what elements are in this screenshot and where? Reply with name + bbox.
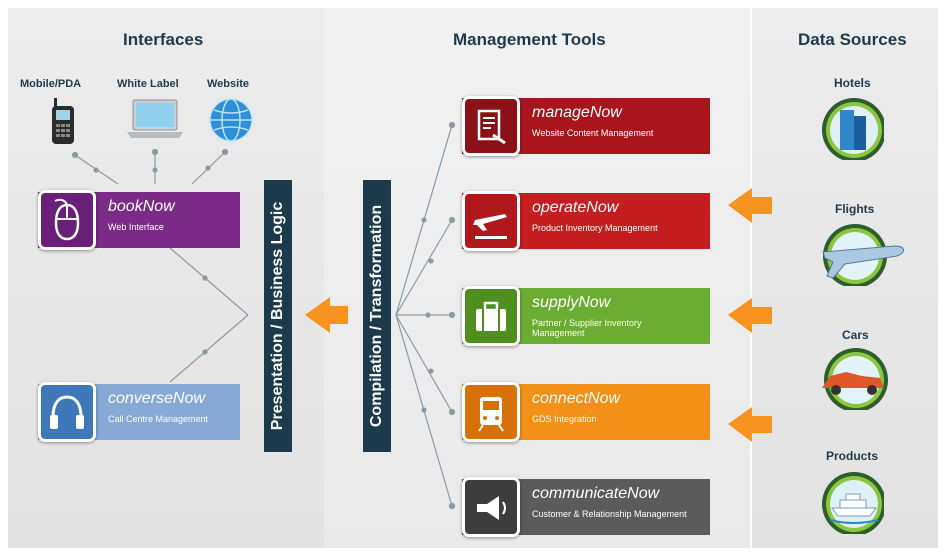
management-tools-heading: Management Tools: [453, 30, 606, 49]
connectnow-desc: GDS Integration: [532, 414, 597, 424]
car-icon: [822, 348, 888, 410]
suitcase-icon: [462, 286, 520, 346]
connector-booknow-logic: [169, 247, 249, 316]
conversenow-desc: Call Centre Management: [108, 414, 209, 424]
supplynow-card[interactable]: supplyNow Partner / Supplier Inventory M…: [462, 286, 710, 346]
device-label-whitelabel: White Label: [117, 78, 179, 90]
data-sources-heading: Data Sources: [798, 30, 907, 49]
data-source-label-hotels: Hotels: [834, 76, 871, 90]
airplane-icon: [822, 224, 904, 286]
interfaces-heading: Interfaces: [123, 30, 204, 49]
managenow-card[interactable]: manageNow Website Content Management: [462, 96, 710, 156]
device-label-mobile: Mobile/PDA: [20, 78, 82, 90]
document-edit-icon: [462, 96, 520, 156]
arrow-flights-to-operatenow: [728, 188, 772, 223]
supplynow-title: supplyNow: [532, 294, 611, 311]
managenow-title: manageNow: [532, 104, 622, 121]
arrow-cars-to-supplynow: [728, 298, 772, 333]
arrow-compilation-to-logic: [305, 297, 348, 333]
connectnow-title: connectNow: [532, 390, 621, 407]
airplane-icon: [462, 191, 520, 251]
data-source-label-cars: Cars: [842, 328, 869, 342]
supplynow-desc: Partner / Supplier Inventory Management: [532, 318, 642, 338]
megaphone-icon: [462, 477, 520, 537]
communicatenow-title: communicateNow: [532, 485, 660, 502]
laptop-icon: [127, 99, 183, 138]
booknow-card[interactable]: bookNow Web Interface: [38, 190, 240, 250]
hotel-building-icon: [822, 98, 884, 160]
mouse-icon: [38, 190, 96, 250]
headset-icon: [38, 382, 96, 442]
operatenow-card[interactable]: operateNow Product Inventory Management: [462, 191, 710, 251]
presentation-business-logic-bar: Presentation / Business Logic: [264, 180, 292, 452]
conversenow-title: converseNow: [108, 390, 205, 407]
compilation-transformation-bar: Compilation / Transformation: [363, 180, 391, 452]
communicatenow-card[interactable]: communicateNow Customer & Relationship M…: [462, 477, 710, 537]
mobile-phone-icon: [52, 98, 74, 144]
connector-compilation-connectnow: [395, 314, 453, 413]
device-label-website: Website: [207, 78, 249, 90]
booknow-title: bookNow: [108, 198, 175, 215]
data-source-label-flights: Flights: [835, 202, 875, 216]
cruise-ship-icon: [822, 472, 884, 534]
arrow-products-to-connectnow: [728, 407, 772, 442]
booknow-desc: Web Interface: [108, 222, 164, 232]
conversenow-card[interactable]: converseNow Call Centre Management: [38, 382, 240, 442]
globe-icon: [209, 98, 253, 142]
connectnow-card[interactable]: connectNow GDS Integration: [462, 382, 710, 442]
managenow-desc: Website Content Management: [532, 128, 654, 138]
communicatenow-desc: Customer & Relationship Management: [532, 509, 687, 519]
train-icon: [462, 382, 520, 442]
operatenow-title: operateNow: [532, 199, 619, 216]
connector-compilation-operatenow: [395, 219, 453, 316]
data-source-label-products: Products: [826, 449, 879, 463]
connector-conversenow-logic: [169, 314, 249, 383]
operatenow-desc: Product Inventory Management: [532, 223, 658, 233]
